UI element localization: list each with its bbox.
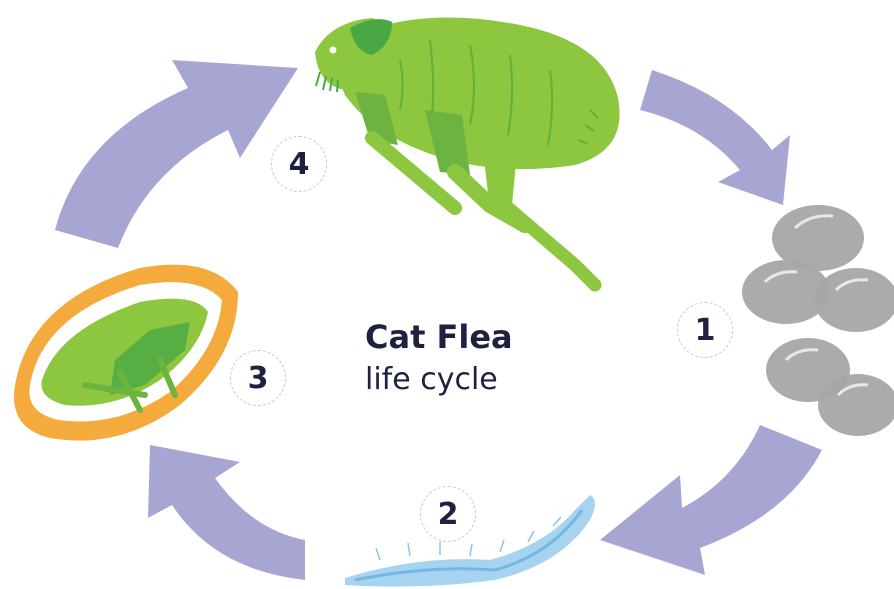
arrow-larva-to-pupa: [148, 445, 305, 580]
step-2-badge: 2: [420, 486, 476, 542]
diagram-subtitle: life cycle: [365, 362, 498, 397]
arrow-pupa-to-adult: [55, 60, 298, 248]
step-4-badge: 4: [271, 136, 327, 192]
arrow-adult-to-eggs: [640, 70, 790, 205]
pupa-cocoon-illustration: [14, 265, 238, 441]
step-3-badge: 3: [230, 350, 286, 406]
eggs-illustration: [742, 205, 894, 436]
step-1-badge: 1: [677, 302, 733, 358]
diagram-title: Cat Flea: [365, 318, 513, 356]
adult-flea-illustration: [315, 17, 620, 285]
arrow-eggs-to-larva: [600, 425, 822, 575]
